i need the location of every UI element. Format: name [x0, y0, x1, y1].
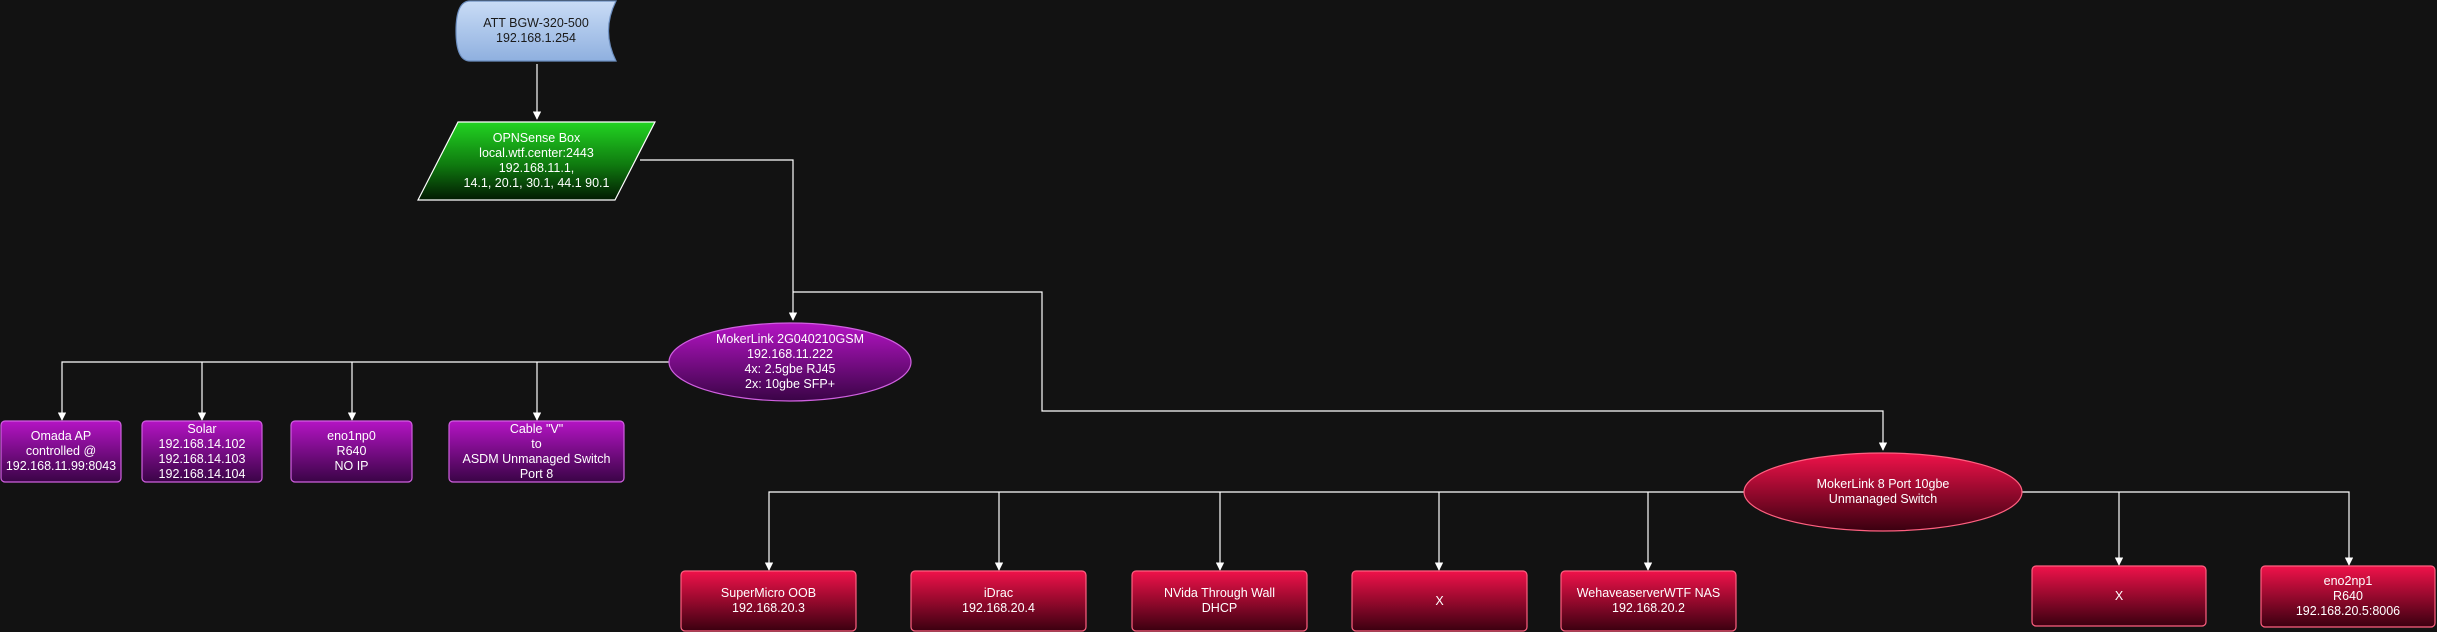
supermicro-node-shape[interactable]: [680, 570, 857, 632]
switch2-node-shape[interactable]: [1743, 452, 2023, 532]
modem-node-shape[interactable]: [455, 0, 617, 62]
cable-node-shape[interactable]: [448, 420, 625, 483]
x1-node-shape[interactable]: [1351, 570, 1528, 632]
eno2np1-node-shape[interactable]: [2260, 565, 2436, 628]
firewall-node-shape[interactable]: [417, 121, 656, 201]
solar-node-shape[interactable]: [141, 420, 263, 483]
switch1-node-shape[interactable]: [668, 322, 912, 402]
nas-node-shape[interactable]: [1560, 570, 1737, 632]
edge-switch2-left: [764, 491, 1745, 571]
omada-node-shape[interactable]: [0, 420, 122, 483]
edge-switch2-right: [2022, 491, 2354, 566]
eno1np0-node-shape[interactable]: [290, 420, 413, 483]
nvidia-node-shape[interactable]: [1131, 570, 1308, 632]
edge-firewall-switch1: [640, 159, 798, 321]
edge-switch1-omada: [57, 361, 670, 421]
edge-switch1-switch2: [793, 291, 1888, 451]
idrac-node-shape[interactable]: [910, 570, 1087, 632]
x2-node-shape[interactable]: [2031, 565, 2207, 627]
